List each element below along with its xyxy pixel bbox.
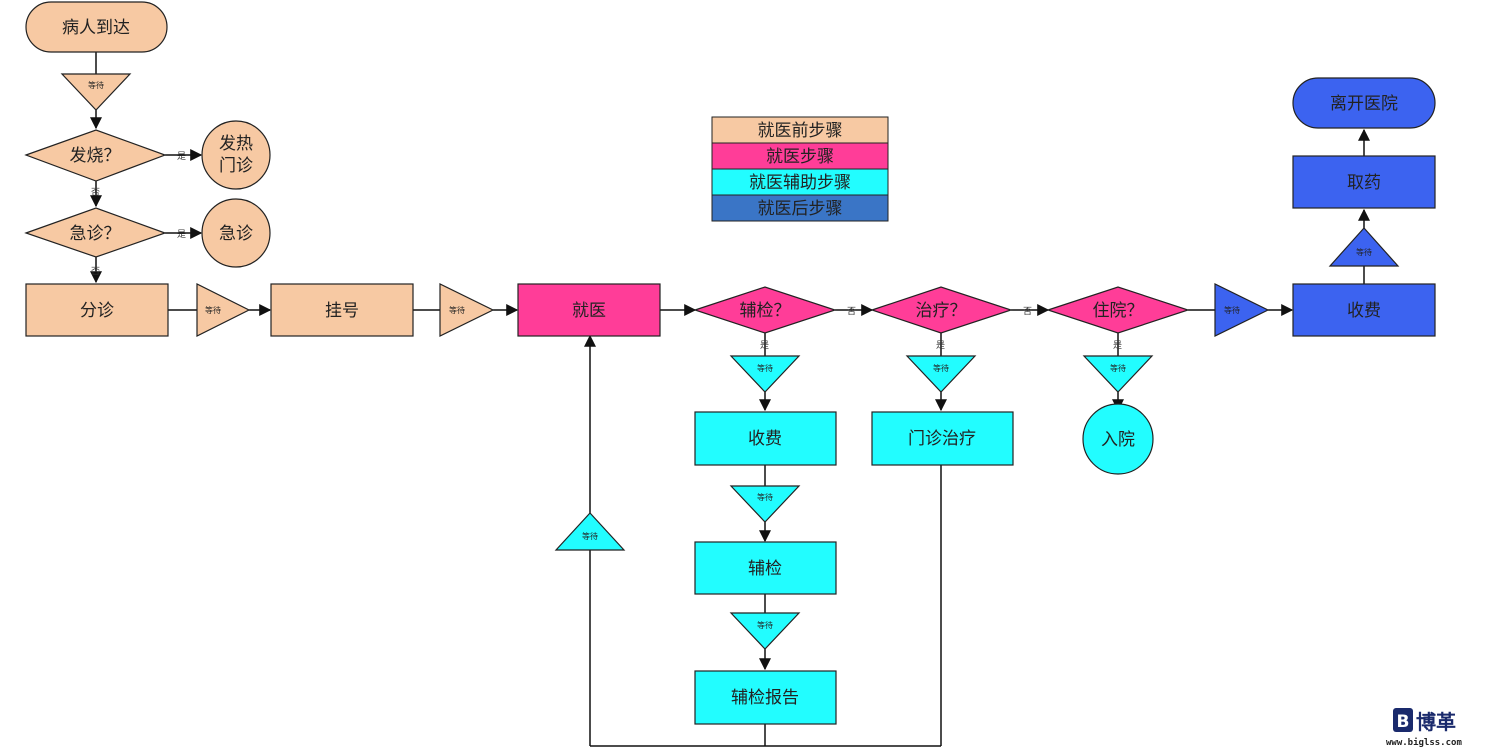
- decision-hospital: 住院？: [1046, 286, 1190, 334]
- edge-label-yes: 是: [177, 229, 186, 240]
- wait-label: 等待: [88, 80, 104, 90]
- logo-url: www.biglss.com: [1386, 737, 1462, 748]
- node-arrive-label: 病人到达: [62, 18, 130, 38]
- node-aux-report: 辅检报告: [694, 670, 837, 725]
- decision-emergency: 急诊？: [24, 207, 167, 258]
- wait-triangle: 等待: [729, 485, 801, 523]
- wait-triangle: 等待: [439, 283, 495, 337]
- edge-label-no: 否: [91, 266, 100, 277]
- edge-label-no: 否: [847, 306, 856, 317]
- brand-logo: B 博革 www.biglss.com: [1386, 708, 1462, 748]
- node-fever-clinic-label-1: 发热: [219, 134, 253, 154]
- node-consult-label: 就医: [572, 301, 606, 321]
- node-aux-exam: 辅检: [694, 541, 837, 595]
- edge-labels: 是 是 否 否 否 否 是 是 是: [91, 151, 1122, 351]
- node-pay-main-label: 收费: [1347, 301, 1381, 321]
- wait-triangle: 等待: [1214, 283, 1270, 337]
- wait-triangle: 等待: [905, 355, 977, 393]
- node-admit: 入院: [1082, 403, 1154, 475]
- legend-item-main: 就医步骤: [766, 147, 834, 167]
- edge-label-no: 否: [1023, 306, 1032, 317]
- node-triage: 分诊: [25, 283, 169, 337]
- node-take-medicine-label: 取药: [1347, 173, 1381, 193]
- node-fever-clinic: 发热 门诊: [201, 120, 271, 190]
- node-emergency-label: 急诊: [219, 224, 253, 244]
- wait-label: 等待: [1110, 363, 1126, 373]
- edge-label-yes: 是: [1113, 340, 1122, 351]
- wait-triangle: 等待: [554, 512, 626, 551]
- decision-treat-label: 治疗？: [916, 301, 967, 321]
- wait-label: 等待: [1356, 247, 1372, 257]
- legend-item-pre: 就医前步骤: [758, 121, 843, 141]
- node-take-medicine: 取药: [1292, 155, 1436, 209]
- edge-label-no: 否: [91, 187, 100, 198]
- wait-label: 等待: [933, 363, 949, 373]
- node-pay-main: 收费: [1292, 283, 1436, 337]
- wait-triangle: 等待: [729, 355, 801, 393]
- node-leave: 离开医院: [1292, 77, 1436, 129]
- wait-triangle: 等待: [196, 283, 251, 337]
- legend-item-aux: 就医辅助步骤: [749, 173, 851, 193]
- wait-label: 等待: [582, 531, 598, 541]
- node-aux-report-label: 辅检报告: [731, 688, 799, 708]
- decision-fever: 发烧？: [24, 129, 167, 182]
- wait-triangle: 等待: [60, 73, 132, 111]
- decision-aux-label: 辅检？: [740, 301, 791, 321]
- node-outpatient-treat-label: 门诊治疗: [908, 429, 976, 449]
- wait-label: 等待: [757, 492, 773, 502]
- node-emergency: 急诊: [201, 198, 271, 268]
- node-admit-label: 入院: [1101, 430, 1135, 450]
- node-register: 挂号: [270, 283, 414, 337]
- node-outpatient-treat: 门诊治疗: [871, 411, 1014, 466]
- legend: 就医前步骤 就医步骤 就医辅助步骤 就医后步骤: [711, 116, 889, 222]
- node-consult: 就医: [517, 283, 661, 337]
- edge-label-yes: 是: [177, 151, 186, 162]
- node-triage-label: 分诊: [80, 301, 114, 321]
- node-register-label: 挂号: [325, 301, 359, 321]
- logo-mark: B: [1397, 712, 1410, 732]
- decision-fever-label: 发烧？: [70, 146, 121, 166]
- decision-treat: 治疗？: [870, 286, 1013, 334]
- node-pay-aux: 收费: [694, 411, 837, 466]
- edge-label-yes: 是: [760, 340, 769, 351]
- wait-label: 等待: [1224, 305, 1240, 315]
- wait-triangle: 等待: [729, 612, 801, 650]
- connectors: [90, 52, 1370, 747]
- logo-name: 博革: [1416, 710, 1456, 734]
- decision-aux: 辅检？: [693, 286, 837, 334]
- legend-item-post: 就医后步骤: [758, 199, 843, 219]
- wait-label: 等待: [449, 305, 465, 315]
- node-aux-exam-label: 辅检: [748, 559, 782, 579]
- wait-label: 等待: [757, 363, 773, 373]
- decision-hospital-label: 住院？: [1093, 301, 1144, 321]
- wait-triangle: 等待: [1328, 227, 1400, 267]
- decision-emergency-label: 急诊？: [70, 224, 121, 244]
- wait-label: 等待: [205, 305, 221, 315]
- wait-triangle: 等待: [1082, 355, 1154, 393]
- node-leave-label: 离开医院: [1330, 94, 1398, 114]
- wait-label: 等待: [757, 620, 773, 630]
- edge-label-yes: 是: [936, 340, 945, 351]
- node-fever-clinic-label-2: 门诊: [219, 156, 253, 176]
- node-pay-aux-label: 收费: [748, 429, 782, 449]
- node-arrive: 病人到达: [25, 1, 168, 53]
